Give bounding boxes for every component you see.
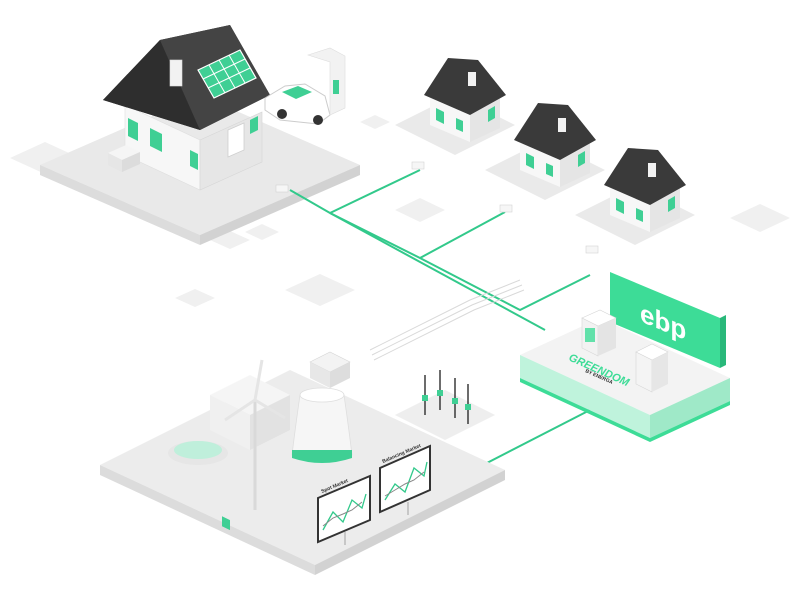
house-3 [575,148,695,245]
ground-tiles [10,115,790,307]
grid-cables [369,279,525,361]
transformer-icon [309,351,351,388]
cooling-tower-icon [291,387,353,463]
plant-building [210,375,290,531]
wind-turbine-icon [224,359,286,510]
heat-pump-cabinet [635,343,669,393]
solar-panel-icon [197,49,257,99]
main-house [103,25,270,191]
house-1 [395,58,515,155]
greendom-platform [520,318,730,442]
water-pool-icon [168,441,228,465]
power-plant-platform [100,370,505,575]
balancing-market-screen: Balancing Market [379,443,431,515]
ev-charger-icon [307,47,346,116]
energy-storage-cabinet [581,309,617,357]
electric-car-icon [264,83,331,125]
connector-boxes [275,161,599,254]
substation-icon [395,370,495,440]
house-2 [485,103,605,200]
